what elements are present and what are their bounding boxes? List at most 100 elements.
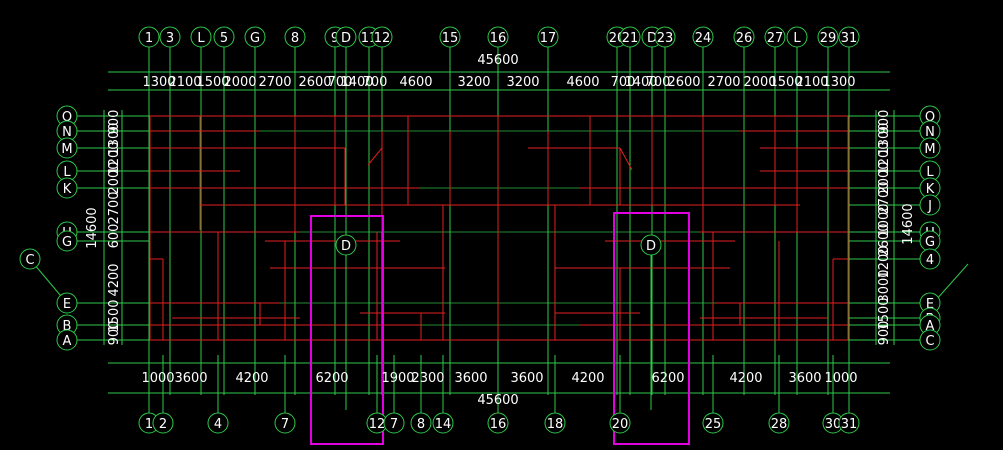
dimension-bottom: 6200: [315, 371, 348, 386]
dimension-bottom: 4200: [235, 371, 268, 386]
dimension-bottom: 4200: [571, 371, 604, 386]
axis-bubble: [919, 137, 941, 159]
axis-label: 4: [926, 253, 934, 268]
dimension-top: 1500: [196, 75, 229, 90]
dimension-top: 3200: [506, 75, 539, 90]
axis-label: 31: [841, 417, 858, 432]
dimension-bottom: 6200: [651, 371, 684, 386]
axis-bubble: [383, 412, 405, 434]
wall-lines: [149, 115, 849, 341]
axis-label: B: [63, 319, 72, 334]
axis-label: E: [63, 297, 71, 312]
axis-label: 17: [540, 31, 557, 46]
axis-bubble: [335, 26, 357, 48]
dimension-right: 2700: [877, 181, 892, 214]
dimension-right: 3000: [877, 269, 892, 302]
axis-bubble: [654, 26, 676, 48]
axis-leader-line: [935, 263, 969, 301]
axis-label: E: [926, 297, 934, 312]
axis-bubble: [410, 412, 432, 434]
axis-label: 5: [220, 31, 228, 46]
dimension-bottom: 3600: [510, 371, 543, 386]
axis-label: G: [250, 31, 260, 46]
axis-label: 31: [841, 31, 858, 46]
axis-bubble: [56, 177, 78, 199]
dimension-left: 1300: [107, 122, 122, 155]
overall-dimension-right: 14600: [901, 203, 916, 244]
wall-line: [367, 147, 383, 166]
axis-label: 4: [214, 417, 222, 432]
axis-bubble: [817, 26, 839, 48]
axis-label: 8: [291, 31, 299, 46]
dimension-top: 1500: [769, 75, 802, 90]
axis-label: 26: [736, 31, 753, 46]
axis-label: M: [61, 142, 72, 157]
axis-label: A: [63, 334, 72, 349]
dimension-top: 2600: [298, 75, 331, 90]
dimension-bottom: 3600: [454, 371, 487, 386]
dimension-bottom: 2300: [411, 371, 444, 386]
dimension-left: 900: [107, 110, 122, 135]
axis-label: G: [925, 235, 935, 250]
dimension-left: 1200: [107, 141, 122, 174]
axis-label: G: [62, 235, 72, 250]
axis-label: C: [25, 253, 34, 268]
axis-bubble: [786, 26, 808, 48]
highlight-box: [613, 212, 690, 445]
dimension-top: 4600: [399, 75, 432, 90]
axis-bubble: [190, 26, 212, 48]
axis-label: J: [927, 199, 932, 214]
axis-label: 16: [490, 31, 507, 46]
dimension-bottom: 1000: [824, 371, 857, 386]
dimension-bottom: 4200: [729, 371, 762, 386]
dimension-right: 2000: [877, 161, 892, 194]
axis-label: 1: [145, 31, 153, 46]
axis-label: M: [924, 142, 935, 157]
axis-label: 9: [331, 31, 339, 46]
axis-label: 14: [435, 417, 452, 432]
axis-bubble: [692, 26, 714, 48]
dimension-right: 1500: [877, 297, 892, 330]
dimension-left: 1500: [107, 299, 122, 332]
axis-label: 27: [767, 31, 784, 46]
axis-bubble: [284, 26, 306, 48]
axis-label: 12: [369, 417, 386, 432]
axis-label: 20: [612, 417, 629, 432]
dimension-top: 2000: [743, 75, 776, 90]
dimension-right: 1200: [877, 141, 892, 174]
dimension-right: 1300: [877, 122, 892, 155]
dimension-right: 1200: [877, 245, 892, 278]
dimension-top: 1300: [142, 75, 175, 90]
axis-bubble: [544, 412, 566, 434]
axis-label: 7: [281, 417, 289, 432]
dimension-left: 900: [107, 321, 122, 346]
axis-label: L: [793, 31, 801, 46]
dimension-left: 4200: [107, 263, 122, 296]
axis-label: D: [647, 31, 657, 46]
axis-label: 29: [820, 31, 837, 46]
axis-label: 16: [490, 417, 507, 432]
axis-bubble: [919, 194, 941, 216]
dimension-bottom: 3600: [788, 371, 821, 386]
dimension-top: 3200: [457, 75, 490, 90]
axis-label: 21: [622, 31, 639, 46]
axis-label: N: [925, 125, 935, 140]
dimension-bottom: 1900: [381, 371, 414, 386]
axis-label: 24: [695, 31, 712, 46]
dimension-bottom: 1000: [141, 371, 174, 386]
axis-label: Q: [62, 110, 72, 125]
axis-bubble: [152, 412, 174, 434]
axis-bubble: [619, 26, 641, 48]
axis-bubble: [764, 26, 786, 48]
axis-bubble: [838, 412, 860, 434]
axis-bubble: [838, 26, 860, 48]
axis-label: L: [926, 165, 934, 180]
axis-bubble: [371, 26, 393, 48]
axis-bubble: [213, 26, 235, 48]
axis-label: 30: [825, 417, 842, 432]
axis-label: D: [341, 31, 351, 46]
axis-bubble: [702, 412, 724, 434]
